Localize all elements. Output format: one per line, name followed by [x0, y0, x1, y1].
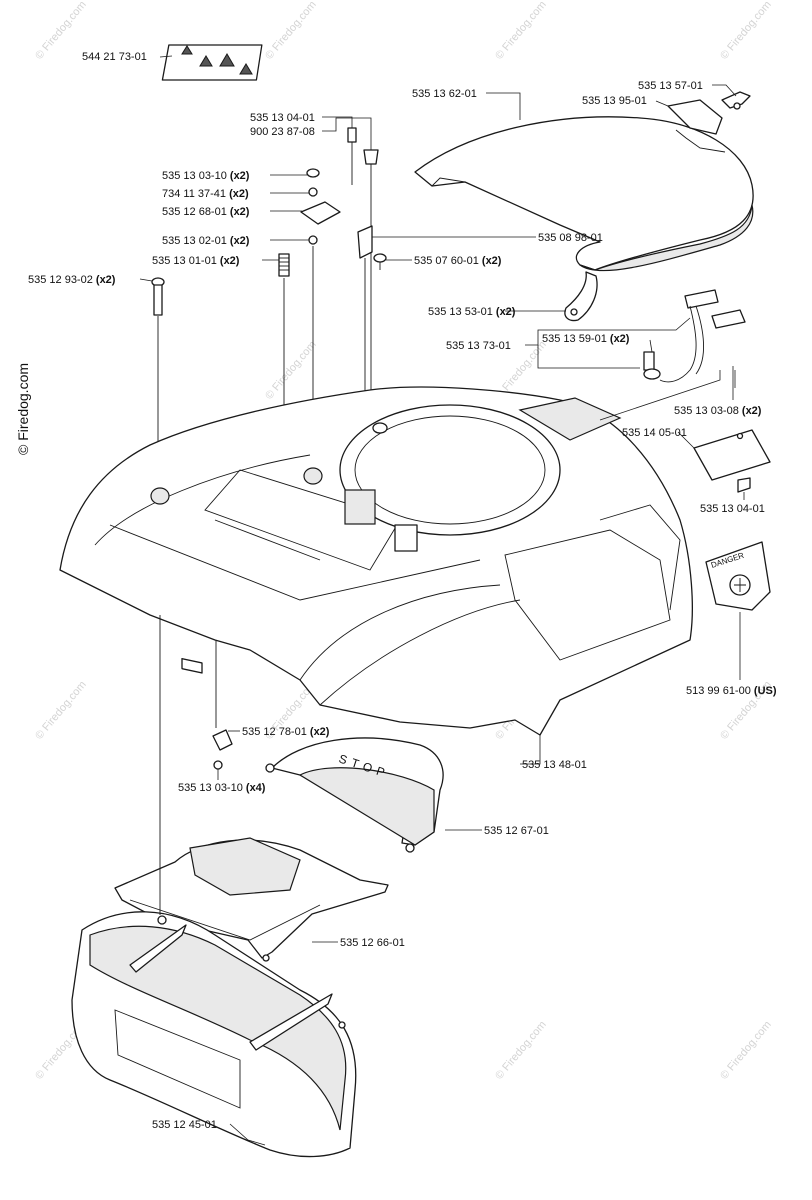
part-label: 535 13 57-01 — [638, 80, 703, 92]
part-label: 535 13 03-10 (x4) — [178, 782, 266, 794]
hinge-assembly — [643, 289, 746, 383]
watermark: © Firedog.com — [718, 1019, 774, 1082]
watermark: © Firedog.com — [493, 1019, 549, 1082]
part-label: 535 13 95-01 — [582, 95, 647, 107]
part-label: 535 13 62-01 — [412, 88, 477, 100]
stop-cover: STOP — [265, 737, 444, 853]
warning-sticker-strip — [161, 44, 263, 81]
part-label: 535 12 67-01 — [484, 825, 549, 837]
watermark: © Firedog.com — [718, 0, 774, 62]
watermark: © Firedog.com — [263, 0, 319, 62]
part-label: 535 13 04-01 — [250, 112, 315, 124]
part-label: 535 13 48-01 — [522, 759, 587, 771]
watermark: © Firedog.com — [33, 0, 89, 62]
main-body-cover — [59, 386, 693, 736]
cable-bracket — [564, 271, 598, 322]
part-label: 734 11 37-41 (x2) — [162, 188, 249, 200]
part-label: 544 21 73-01 — [82, 51, 147, 63]
part-label: 513 99 61-00 (US) — [686, 685, 777, 697]
part-label: 535 13 73-01 — [446, 340, 511, 352]
part-label: 535 13 53-01 (x2) — [428, 306, 516, 318]
part-label: 535 12 68-01 (x2) — [162, 206, 250, 218]
lid-hinge — [667, 91, 751, 135]
watermark: © Firedog.com — [263, 339, 319, 402]
copyright-side: © Firedog.com — [15, 363, 31, 455]
part-label: 535 13 01-01 (x2) — [152, 255, 240, 267]
stop-clips — [212, 640, 233, 770]
part-label: 535 08 98-01 — [538, 232, 603, 244]
part-labels: 544 21 73-01 535 13 62-01 535 13 57-01 5… — [28, 51, 777, 1131]
part-label: 535 13 04-01 — [700, 503, 765, 515]
screw-small — [373, 253, 387, 270]
part-label: 535 12 93-02 (x2) — [28, 274, 116, 286]
part-label: 535 07 60-01 (x2) — [414, 255, 502, 267]
part-label: 535 14 05-01 — [622, 427, 687, 439]
watermark: © Firedog.com — [493, 0, 549, 62]
middle-tray — [114, 658, 389, 962]
part-label: 535 13 03-08 (x2) — [674, 405, 762, 417]
part-label: 535 13 59-01 (x2) — [542, 333, 630, 345]
front-bumper — [71, 615, 357, 1158]
danger-sign: DANGER — [705, 541, 771, 611]
watermark: © Firedog.com — [33, 679, 89, 742]
cover-plate — [693, 429, 771, 493]
part-label: 535 13 03-10 (x2) — [162, 170, 250, 182]
part-label: 535 12 66-01 — [340, 937, 405, 949]
part-label: 535 13 02-01 (x2) — [162, 235, 250, 247]
top-lid — [414, 116, 754, 272]
part-label: 900 23 87-08 — [250, 126, 315, 138]
part-label: 535 12 45-01 — [152, 1119, 217, 1131]
part-label: 535 12 78-01 (x2) — [242, 726, 330, 738]
leader-lines — [139, 55, 745, 1146]
